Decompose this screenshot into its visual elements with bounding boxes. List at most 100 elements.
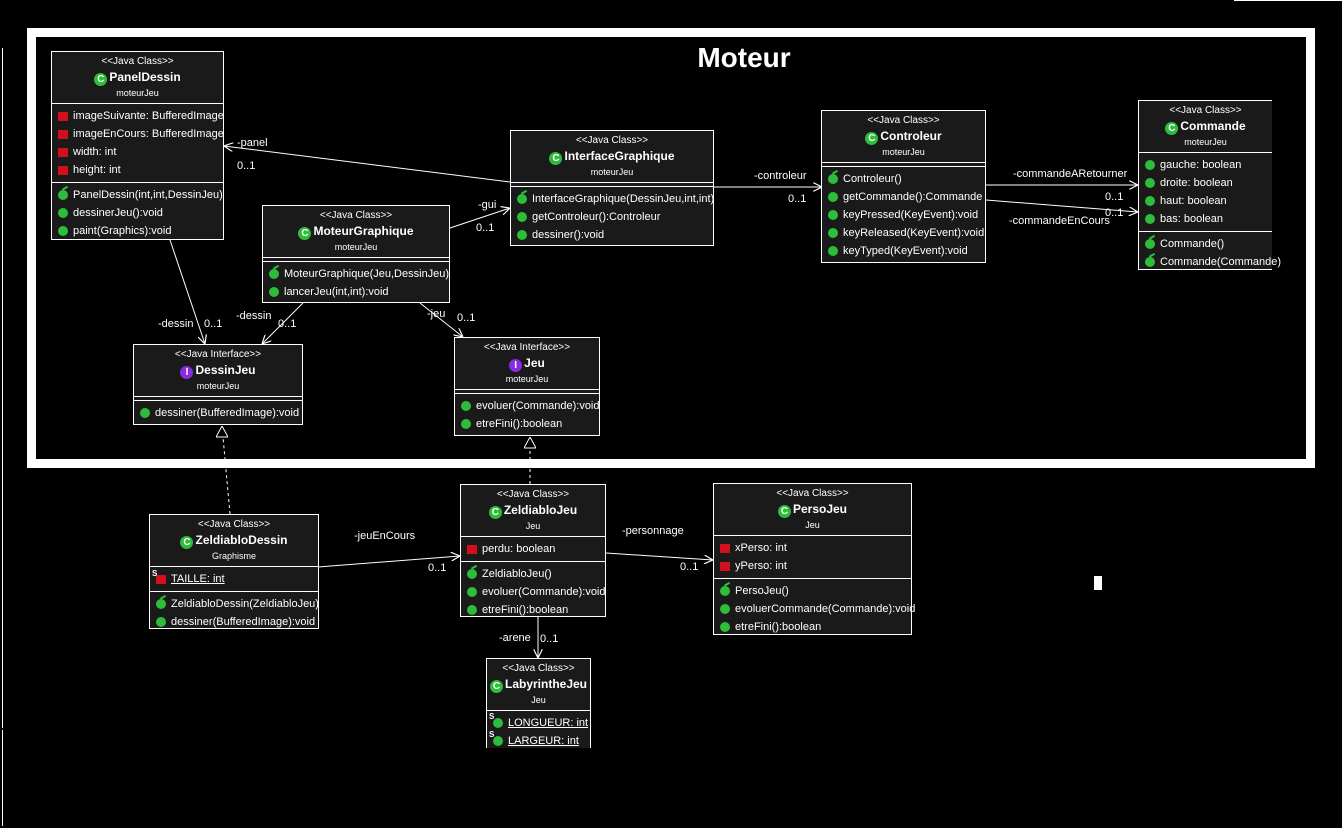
class-icon: C (488, 506, 502, 519)
method-text: dessiner():void (532, 229, 605, 241)
field-text: LARGEUR: int (508, 735, 579, 747)
method-row[interactable]: paint(Graphics):void (52, 222, 223, 240)
link-jeu-en-cours (317, 556, 460, 568)
field-text: height: int (73, 164, 121, 176)
field-row[interactable]: LONGUEUR: int (487, 712, 590, 732)
method-row[interactable]: dessiner(BufferedImage):void (134, 404, 302, 422)
field-row[interactable]: xPerso: int (714, 539, 911, 557)
method-row[interactable]: PanelDessin(int,int,DessinJeu) (52, 186, 223, 204)
method-row[interactable]: keyReleased(KeyEvent):void (822, 224, 985, 242)
field-text: perdu: boolean (482, 543, 556, 555)
field-row[interactable]: droite: boolean (1139, 174, 1272, 192)
field-row[interactable]: height: int (52, 161, 223, 179)
link-panel (224, 146, 511, 183)
class-name: MoteurGraphique (313, 224, 414, 238)
method-text: etreFini():boolean (482, 604, 569, 616)
method-text: dessiner(BufferedImage):void (155, 407, 300, 419)
method-text: MoteurGraphique(Jeu,DessinJeu) (284, 268, 450, 280)
field-row[interactable]: TAILLE: int (150, 569, 318, 588)
package-name: Jeu (805, 520, 820, 530)
method-row[interactable]: evoluer(Commande):void (455, 397, 600, 415)
assoc-mult-personnage: 0..1 (680, 561, 699, 573)
constructor-icon (58, 190, 68, 200)
class-name: Commande (1180, 119, 1246, 133)
method-row[interactable]: InterfaceGraphique(DessinJeu,int,int) (511, 190, 714, 208)
canvas-edge-line (1234, 0, 1342, 1)
method-row[interactable]: getCommande():Commande (822, 188, 985, 206)
method-row[interactable]: PersoJeu() (714, 582, 911, 600)
method-row[interactable]: dessiner(BufferedImage):void (150, 613, 318, 631)
link-dessin-moteur (262, 302, 304, 344)
method-row[interactable]: evoluer(Commande):void (461, 583, 606, 601)
field-row[interactable]: width: int (52, 143, 223, 161)
method-row[interactable]: Controleur() (822, 170, 985, 188)
class-name: InterfaceGraphique (564, 149, 675, 163)
package-name: moteurJeu (1184, 137, 1227, 147)
field-row[interactable]: imageSuivante: BufferedImage (52, 107, 224, 125)
link-jeu (419, 302, 463, 337)
method-row[interactable]: etreFini():boolean (714, 618, 911, 636)
stereotype: <<Java Interface>> (483, 342, 571, 353)
stereotype: <<Java Class>> (496, 489, 570, 500)
method-row[interactable]: keyTyped(KeyEvent):void (822, 242, 985, 260)
field-row[interactable]: imageEnCours: BufferedImage (52, 125, 224, 143)
public-method-icon (828, 192, 838, 202)
class-icon: C (94, 73, 108, 86)
field-row[interactable]: gauche: boolean (1139, 156, 1272, 174)
field-row[interactable]: perdu: boolean (461, 540, 605, 558)
method-text: keyTyped(KeyEvent):void (843, 245, 968, 257)
method-row[interactable]: Commande(Commande) (1139, 253, 1281, 271)
method-row[interactable]: lancerJeu(int,int):void (263, 283, 449, 301)
field-row[interactable]: haut: boolean (1139, 192, 1272, 210)
package-title: Moteur (697, 42, 791, 73)
interface-icon: I (509, 359, 523, 372)
method-row[interactable]: ZeldiabloJeu() (461, 565, 605, 583)
field-text: gauche: boolean (1160, 159, 1242, 171)
method-text: getCommande():Commande (843, 191, 983, 203)
method-text: ZeldiabloDessin(ZeldiabloJeu) (171, 598, 319, 610)
empty-fields-section (822, 163, 985, 167)
field-text: TAILLE: int (171, 573, 225, 585)
static-final-field-icon (489, 712, 503, 728)
class-name: ZeldiabloDessin (195, 533, 288, 547)
method-text: ZeldiabloJeu() (482, 568, 552, 580)
assoc-mult-arene: 0..1 (540, 633, 559, 645)
assoc-mult-panel: 0..1 (237, 160, 256, 172)
class-name: LabyrintheJeu (504, 677, 588, 691)
assoc-label-gui: -gui (478, 199, 497, 211)
assoc-mult-commande-a-retourner: 0..1 (1105, 191, 1124, 203)
field-row[interactable]: LARGEUR: int (487, 730, 590, 748)
method-row[interactable]: MoteurGraphique(Jeu,DessinJeu) (263, 265, 449, 283)
method-row[interactable]: etreFini():boolean (461, 601, 605, 619)
method-row[interactable]: ZeldiabloDessin(ZeldiabloJeu) (150, 595, 319, 613)
assoc-label-commande-en-cours: -commandeEnCours (1009, 215, 1110, 227)
public-method-icon (517, 212, 527, 222)
field-row[interactable]: bas: boolean (1139, 210, 1272, 228)
method-row[interactable]: etreFini():boolean (455, 415, 599, 433)
private-field-icon (58, 147, 68, 157)
class-icon: C (180, 536, 194, 549)
method-row[interactable]: dessiner():void (511, 226, 713, 244)
assoc-label-dessin: -dessin (236, 310, 272, 322)
package-name: moteurJeu (882, 147, 925, 157)
field-row[interactable]: yPerso: int (714, 557, 911, 575)
package-name: Jeu (525, 521, 541, 531)
method-row[interactable]: dessinerJeu():void (52, 204, 223, 222)
method-row[interactable]: evoluerCommande(Commande):void (714, 600, 915, 618)
assoc-label-commande-a-retourner: -commandeARetourner (1013, 168, 1128, 180)
method-row[interactable]: getControleur():Controleur (511, 208, 713, 226)
class-name: PanelDessin (109, 70, 181, 84)
method-row[interactable]: keyPressed(KeyEvent):void (822, 206, 985, 224)
method-row[interactable]: Commande() (1139, 235, 1272, 253)
